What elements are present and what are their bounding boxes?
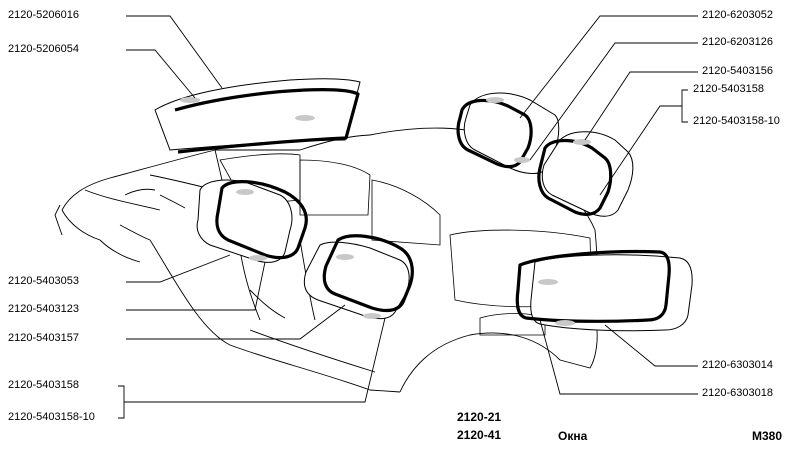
label-front-door-seal: 2120-5403123 [8,303,79,315]
windshield-glass-panel [515,249,693,332]
front-door-glass-panel [196,179,308,263]
model-code-1: 2120-21 [457,410,502,424]
label-rear-door-glass: 2120-5403157 [8,332,79,344]
leader-lines-left [118,15,386,419]
label-left-group-2: 2120-5403158-10 [8,411,95,423]
label-left-group-1: 2120-5403158 [8,379,79,391]
label-vent-glass: 2120-5403156 [702,65,773,77]
quarter-glass-panel [456,92,560,174]
leader-lines-right [519,15,698,395]
label-windshield-glass: 2120-6303014 [702,359,773,371]
sheet-code: M380 [752,429,783,443]
label-front-door-glass: 2120-5403053 [8,275,79,287]
rear-glass-panel [154,78,361,154]
label-rear-glass: 2120-5206016 [8,9,79,21]
label-right-group-2: 2120-5403158-10 [693,115,780,127]
diagram-title: Окна [558,429,588,443]
vent-glass-panel [537,131,634,217]
label-windshield-seal: 2120-6303018 [702,387,773,399]
label-right-group-1: 2120-5403158 [693,83,764,95]
label-quarter-glass: 2120-6203052 [702,9,773,21]
rear-door-glass-panel [303,234,414,320]
model-code-2: 2120-41 [457,428,502,442]
label-quarter-seal: 2120-6203126 [702,36,773,48]
label-rear-seal: 2120-5206054 [8,43,79,55]
